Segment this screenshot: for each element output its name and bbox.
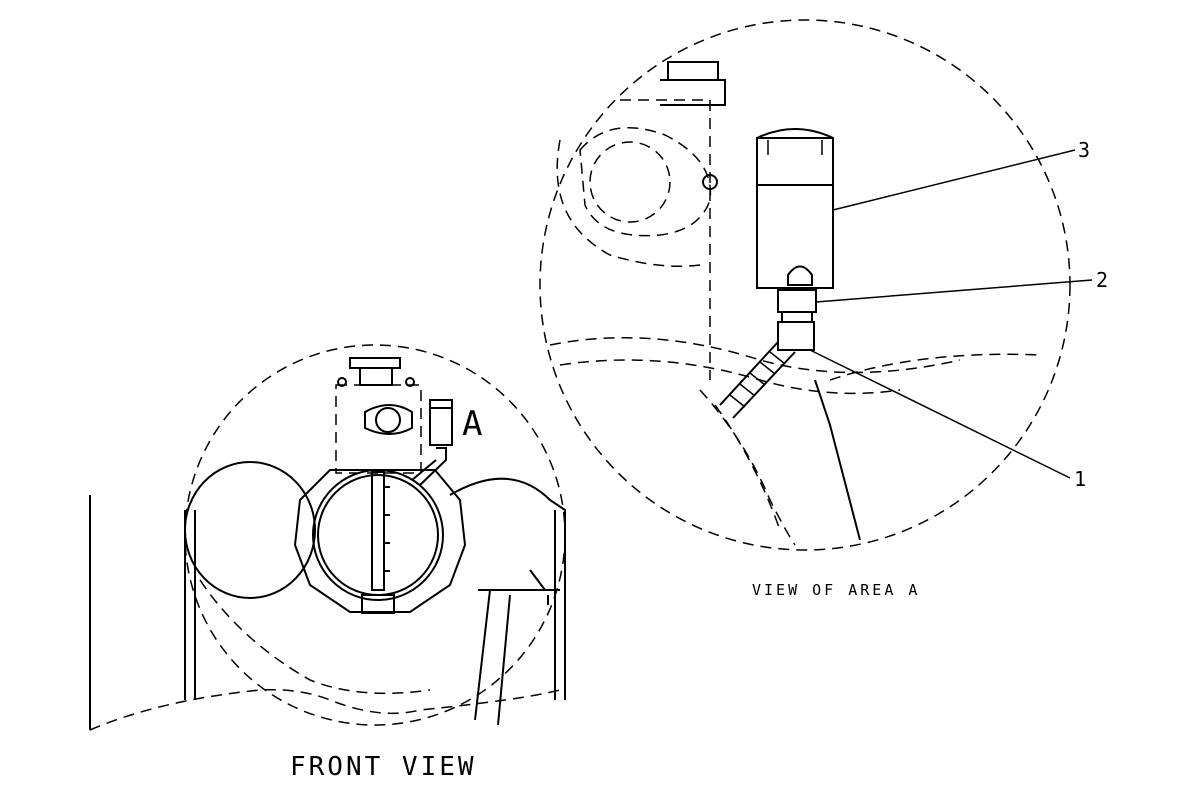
front-filter-cap [429,399,453,409]
front-elbow [411,447,447,486]
valve-handle [787,265,813,286]
right-bracket [474,589,555,726]
center-gauge-bar [371,471,385,591]
center-port-ring-outer [312,469,444,601]
detail-flange-outline [579,127,712,237]
leader-line-2 [815,279,1093,303]
detail-view-caption: VIEW OF AREA A [752,581,920,599]
detail-top-body [660,79,726,106]
detail-bolt-hole [702,174,718,190]
center-flange-base [361,594,395,614]
top-cap-stem [359,368,393,386]
detail-tank-curve-right [829,353,1041,381]
front-lower-sweep [89,688,561,731]
left-tank-lobe [184,461,316,599]
filter-cap-dome [756,128,834,139]
center-port-ring-inner [317,474,439,596]
top-flange-plate [364,404,413,435]
detail-port-circle [589,141,671,223]
center-gauge-ticks [384,486,390,572]
valve-nut [777,289,817,313]
leader-line-1 [809,349,1071,479]
top-bolt-right [405,377,415,387]
callout-2: 2 [1096,268,1108,292]
right-tank-lobe [449,477,566,700]
detail-view-boundary-circle [539,19,1071,551]
top-bolt-left [337,377,347,387]
detail-top-cap [667,61,719,81]
filter-housing [756,137,834,289]
elbow-fitting [777,321,815,351]
detail-tank-right-edge [814,379,861,541]
area-a-marker: A [462,404,482,444]
callout-3: 3 [1078,138,1090,162]
front-view-boundary-circle [184,344,566,726]
callout-1: 1 [1074,467,1086,491]
detail-tank-curve-inner [559,359,901,395]
right-clamp [529,569,560,605]
detail-tank-curve-outer [549,337,961,374]
detail-view: 3 2 1 VIEW OF AREA A [539,19,1108,599]
center-flange [293,469,467,613]
front-filter-housing [429,399,453,446]
detail-housing-outline [556,99,711,380]
detail-tank-lower-curve-2 [714,404,781,531]
elbow-pipe-threads [729,351,786,408]
front-view-caption: FRONT VIEW [290,752,477,782]
top-cap [349,357,401,369]
front-view: A FRONT VIEW [89,344,566,782]
top-flange-port [375,407,401,433]
left-side-wall [184,510,196,700]
detail-tank-lower-curve [699,389,796,546]
valve-collar [781,311,813,323]
front-lower-inner-curve [199,579,431,695]
leader-line-3 [832,149,1076,211]
